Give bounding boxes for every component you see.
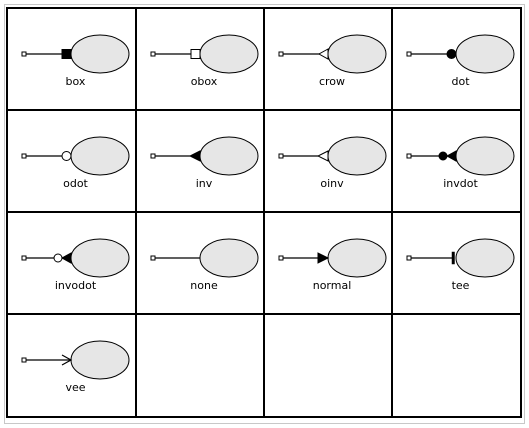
- arrowhead-cell-crow: crow: [265, 9, 393, 111]
- tee-arrowhead-icon: [406, 238, 515, 278]
- tail-point: [150, 255, 156, 261]
- tail-point: [21, 153, 27, 159]
- empty-cell: [393, 315, 522, 418]
- arrowhead-label: invdot: [443, 177, 478, 190]
- arrowhead-cell-vee: vee: [8, 315, 137, 418]
- arrowhead-cell-inv: inv: [137, 111, 265, 213]
- tail-point: [406, 255, 412, 261]
- arrowhead-cell-box: box: [8, 9, 137, 111]
- arrowhead-label: obox: [190, 75, 218, 88]
- arrowhead-label: odot: [63, 177, 88, 190]
- arrowhead-label: oinv: [320, 177, 344, 190]
- target-node: [199, 34, 259, 74]
- dot-arrowhead-icon: [406, 34, 515, 74]
- open-box-arrowhead-icon: [150, 34, 259, 74]
- arrowhead-label: crow: [318, 75, 346, 88]
- arrowhead-grid: box obox crow dot odot inv oinv invdot invodot no…: [6, 7, 522, 418]
- target-node: [327, 34, 387, 74]
- arrowhead-label: tee: [451, 279, 470, 292]
- arrowhead-label: box: [65, 75, 86, 88]
- target-node: [70, 238, 130, 278]
- normal-arrowhead-icon: [278, 238, 387, 278]
- arrowhead-cell-tee: tee: [393, 213, 522, 315]
- tail-point: [278, 51, 284, 57]
- tail-point: [21, 51, 27, 57]
- target-node: [70, 34, 130, 74]
- tail-point: [150, 51, 156, 57]
- arrowhead-cell-invodot: invodot: [8, 213, 137, 315]
- arrowhead-label: invodot: [54, 279, 97, 292]
- box-arrowhead-icon: [21, 34, 130, 74]
- target-node: [327, 136, 387, 176]
- inverted-dot-arrowhead-icon: [406, 136, 515, 176]
- tail-point: [150, 153, 156, 159]
- target-node: [199, 136, 259, 176]
- vee-arrowhead-icon: [21, 340, 130, 380]
- empty-cell: [265, 315, 393, 418]
- target-node: [70, 340, 130, 380]
- inverted-arrowhead-icon: [150, 136, 259, 176]
- tail-point: [278, 153, 284, 159]
- tail-point: [406, 153, 412, 159]
- arrowhead-label: none: [190, 279, 218, 292]
- target-node: [327, 238, 387, 278]
- tail-point: [406, 51, 412, 57]
- arrowhead-cell-invdot: invdot: [393, 111, 522, 213]
- empty-cell: [137, 315, 265, 418]
- arrowhead-cell-dot: dot: [393, 9, 522, 111]
- arrowhead-cell-odot: odot: [8, 111, 137, 213]
- target-node: [455, 136, 515, 176]
- target-node: [199, 238, 259, 278]
- arrowhead-label: normal: [312, 279, 352, 292]
- arrowhead-cell-normal: normal: [265, 213, 393, 315]
- target-node: [70, 136, 130, 176]
- arrowhead-label: inv: [195, 177, 213, 190]
- arrowhead-label: dot: [451, 75, 470, 88]
- arrowhead-cell-obox: obox: [137, 9, 265, 111]
- arrowhead-cell-oinv: oinv: [265, 111, 393, 213]
- target-node: [455, 238, 515, 278]
- target-node: [455, 34, 515, 74]
- tail-point: [21, 357, 27, 363]
- arrowhead-cell-none: none: [137, 213, 265, 315]
- tail-point: [278, 255, 284, 261]
- no-arrowhead-icon: [150, 238, 259, 278]
- arrowhead-gallery-frame: box obox crow dot odot inv oinv invdot invodot no…: [4, 4, 525, 424]
- crow-arrowhead-icon: [278, 34, 387, 74]
- arrowhead-label: vee: [65, 381, 86, 394]
- open-dot-arrowhead-icon: [21, 136, 130, 176]
- inverted-open-dot-arrowhead-icon: [21, 238, 130, 278]
- open-inverted-arrowhead-icon: [278, 136, 387, 176]
- tail-point: [21, 255, 27, 261]
